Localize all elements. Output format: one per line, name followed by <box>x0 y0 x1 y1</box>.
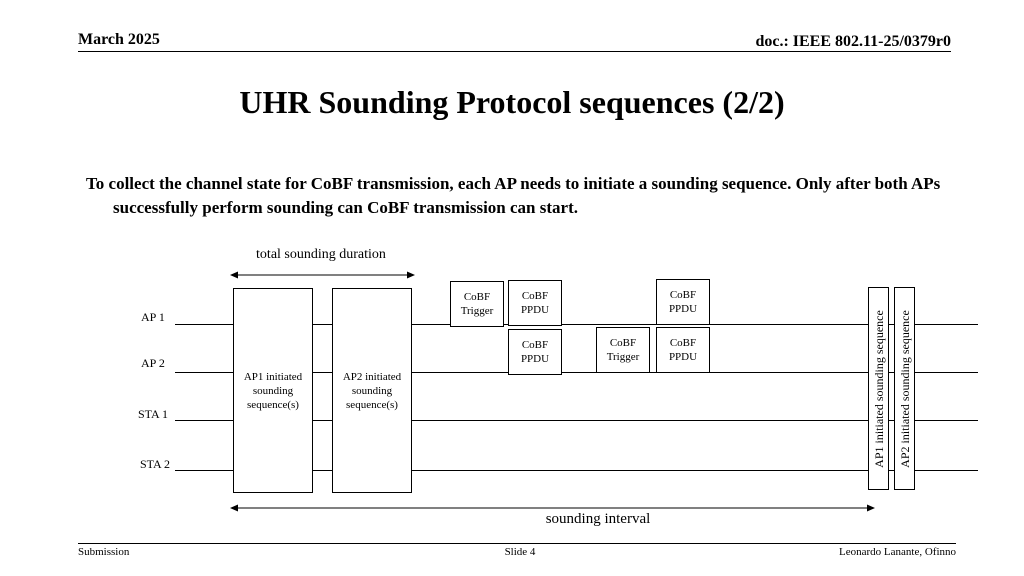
ap1-vertical-label: AP1 initiated sounding sequence <box>871 309 886 468</box>
cobf-ppdu-ap2-first: CoBF PPDU <box>508 329 562 375</box>
header-doc-id: doc.: IEEE 802.11-25/0379r0 <box>755 33 951 50</box>
sounding-interval-label: sounding interval <box>545 511 651 527</box>
footer-slide-number: Slide 4 <box>504 546 536 558</box>
footer-submission: Submission <box>78 546 130 558</box>
row-label-ap1: AP 1 <box>141 310 165 324</box>
timeline-ap1 <box>175 324 978 325</box>
timeline-sta1 <box>175 420 978 421</box>
row-label-ap2: AP 2 <box>141 356 165 370</box>
total-duration-label: total sounding duration <box>256 247 386 262</box>
ap2-vertical-label: AP2 initiated sounding sequence <box>897 309 912 468</box>
footer-author: Leonardo Lanante, Ofinno <box>839 546 956 558</box>
header-rule <box>78 51 951 52</box>
ap2-sounding-block: AP2 initiated sounding sequence(s) <box>332 288 412 493</box>
cobf-ppdu-ap2-second: CoBF PPDU <box>656 327 710 373</box>
sounding-interval-arrow <box>230 504 875 512</box>
total-duration-arrow <box>230 271 415 279</box>
cobf-trigger-ap2: CoBF Trigger <box>596 327 650 373</box>
cobf-trigger-ap1: CoBF Trigger <box>450 281 504 327</box>
ap1-sounding-block: AP1 initiated sounding sequence(s) <box>233 288 313 493</box>
ap1-vertical-sounding-block: AP1 initiated sounding sequence <box>868 287 889 490</box>
timeline-ap2 <box>175 372 978 373</box>
cobf-ppdu-ap1-second: CoBF PPDU <box>656 279 710 325</box>
ap2-sounding-label: AP2 initiated sounding sequence(s) <box>342 370 402 411</box>
header-date: March 2025 <box>78 31 160 48</box>
ap2-vertical-sounding-block: AP2 initiated sounding sequence <box>894 287 915 490</box>
row-label-sta1: STA 1 <box>138 407 169 421</box>
cobf-ppdu-ap1-first: CoBF PPDU <box>508 280 562 326</box>
bullet-text: To collect the channel state for CoBF tr… <box>86 174 941 217</box>
slide-title: UHR Sounding Protocol sequences (2/2) <box>239 84 785 120</box>
row-label-sta2: STA 2 <box>140 457 171 471</box>
footer-rule <box>78 543 956 544</box>
timeline-sta2 <box>175 470 978 471</box>
ap1-sounding-label: AP1 initiated sounding sequence(s) <box>243 370 303 411</box>
